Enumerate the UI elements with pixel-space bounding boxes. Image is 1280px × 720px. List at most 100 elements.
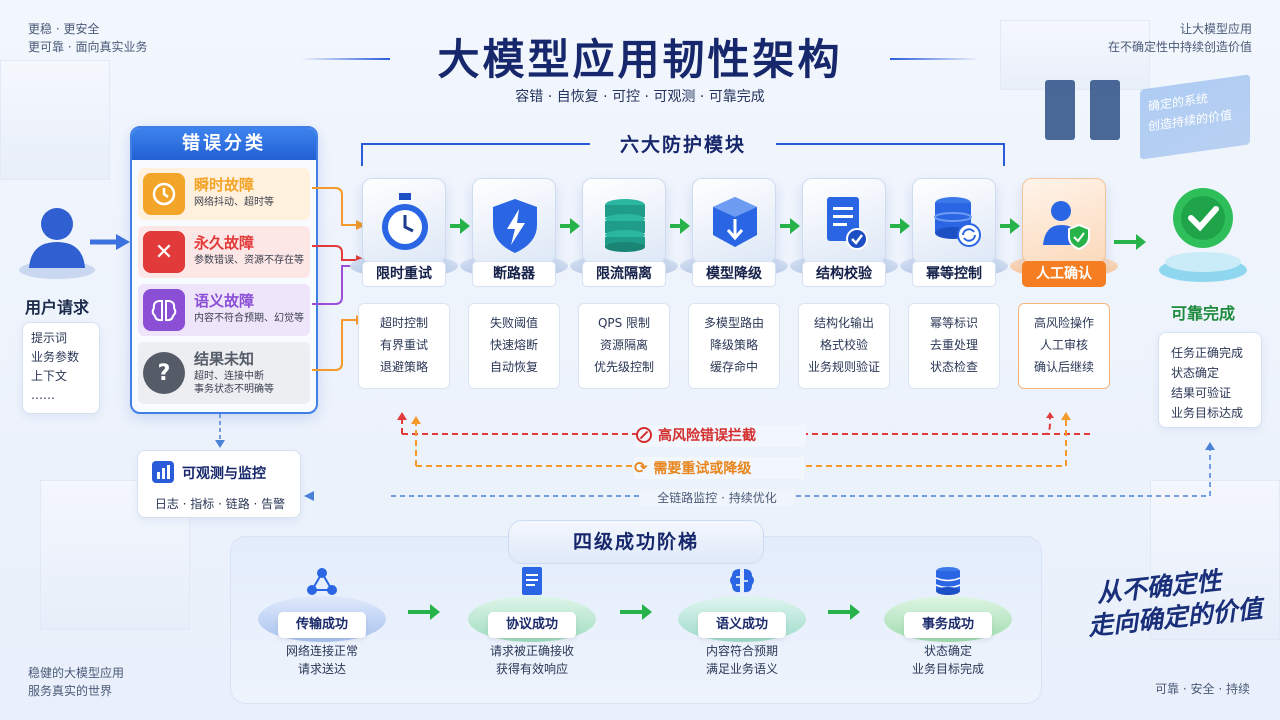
module-desc-item: 高风险操作 bbox=[1033, 316, 1094, 330]
user-shield-icon bbox=[1043, 201, 1090, 251]
bg-building-right bbox=[1000, 20, 1150, 90]
module-desc: 失败阈值 快速熔断 自动恢复 bbox=[468, 303, 560, 389]
page-subtitle: 容错 · 自恢复 · 可控 · 可观测 · 可靠完成 bbox=[515, 89, 765, 105]
module-desc-item: 多模型路由 bbox=[703, 316, 764, 330]
step-desc: 状态确定业务目标完成 bbox=[878, 642, 1018, 678]
monitor-arrow-head bbox=[304, 491, 314, 501]
module-label: 限时重试 bbox=[362, 261, 446, 287]
error-title: 语义故障 bbox=[194, 292, 255, 310]
modules-header: 六大防护模块 bbox=[619, 134, 746, 156]
error-desc: 超时、连接中断事务状态不明确等 bbox=[194, 370, 274, 396]
cube-down-icon bbox=[713, 197, 757, 247]
footer-right: 可靠 · 安全 · 持续 bbox=[1155, 682, 1250, 696]
top-left-line-2: 更可靠 · 面向真实业务 bbox=[28, 40, 148, 54]
top-right-line-2: 在不确定性中持续创造价值 bbox=[1107, 40, 1252, 54]
brain-icon bbox=[730, 569, 754, 593]
x-icon: ✕ bbox=[143, 231, 185, 273]
module-desc-item: 格式校验 bbox=[819, 338, 868, 352]
error-classification-panel: 错误分类 瞬时故障 网络抖动、超时等 ✕ 永久故障 参数错误、资源不存在等 语义… bbox=[130, 126, 318, 414]
module-tile bbox=[692, 178, 776, 264]
module-desc: 结构化输出 格式校验 业务规则验证 bbox=[798, 303, 890, 389]
bg-building-left bbox=[0, 60, 110, 180]
error-title: 结果未知 bbox=[194, 350, 255, 368]
module-desc-item: 缓存命中 bbox=[709, 360, 758, 374]
flow-arrow bbox=[670, 218, 690, 234]
module-desc-item: 失败阈值 bbox=[489, 316, 538, 330]
flow-arrow bbox=[890, 218, 910, 234]
top-left-tagline: 更稳 · 更安全 更可靠 · 面向真实业务 bbox=[28, 20, 147, 56]
result-items: 任务正确完成 状态确定 结果可验证 业务目标达成 bbox=[1158, 332, 1262, 428]
step-desc: 内容符合预期满足业务语义 bbox=[672, 642, 812, 678]
module-label: 人工确认 bbox=[1022, 261, 1106, 287]
error-desc-line-1: 超时、连接中断 bbox=[194, 371, 264, 382]
database-stack-icon bbox=[605, 199, 645, 252]
step-desc: 请求被正确接收获得有效响应 bbox=[462, 642, 602, 678]
server-rack-1 bbox=[1045, 80, 1075, 140]
success-ladder-title: 四级成功阶梯 bbox=[508, 520, 764, 564]
error-item-unknown: ? 结果未知 超时、连接中断事务状态不明确等 bbox=[138, 342, 310, 404]
module-tile bbox=[912, 178, 996, 264]
flow-arrow-to-result bbox=[1114, 234, 1146, 250]
list-item: 业务参数 bbox=[31, 350, 80, 364]
module-tile bbox=[1022, 178, 1106, 264]
top-left-line-1: 更稳 · 更安全 bbox=[28, 22, 100, 36]
user-avatar bbox=[14, 200, 100, 280]
question-icon: ? bbox=[143, 352, 185, 394]
page-title: 大模型应用韧性架构 bbox=[437, 35, 843, 84]
step-desc-line: 业务目标完成 bbox=[911, 662, 984, 676]
module-desc-item: 退避策略 bbox=[379, 360, 428, 374]
step-desc-line: 状态确定 bbox=[923, 644, 972, 658]
high-risk-block-text: 高风险错误拦截 bbox=[658, 428, 756, 444]
shield-lightning-icon bbox=[493, 199, 537, 253]
document-icon bbox=[522, 567, 542, 595]
module-desc-item: 状态检查 bbox=[929, 360, 978, 374]
database-sync-icon bbox=[934, 197, 981, 247]
footer-left: 稳健的大模型应用 服务真实的世界 bbox=[28, 664, 124, 700]
module-desc: 超时控制 有界重试 退避策略 bbox=[358, 303, 450, 389]
error-title: 瞬时故障 bbox=[194, 176, 255, 194]
observability-card: 可观测与监控 日志 · 指标 · 链路 · 告警 bbox=[137, 450, 301, 518]
error-item-semantic: 语义故障 内容不符合预期、幻觉等 bbox=[138, 284, 310, 336]
step-desc-line: 请求送达 bbox=[297, 662, 346, 676]
step-label: 协议成功 bbox=[488, 612, 576, 638]
error-connectors bbox=[312, 187, 366, 371]
module-desc-item: 人工审核 bbox=[1039, 338, 1088, 352]
module-desc-item: 优先级控制 bbox=[593, 360, 654, 374]
brain-icon bbox=[143, 289, 185, 331]
error-desc: 参数错误、资源不存在等 bbox=[194, 255, 304, 266]
step-transaction: 事务成功 bbox=[884, 588, 1012, 644]
retry-degrade-text: 需要重试或降级 bbox=[653, 461, 752, 477]
step-semantic: 语义成功 bbox=[678, 588, 806, 644]
list-item: 提示词 bbox=[31, 331, 68, 345]
step-label: 事务成功 bbox=[904, 612, 992, 638]
module-desc-item: 降级策略 bbox=[709, 338, 758, 352]
module-desc-item: 去重处理 bbox=[929, 338, 978, 352]
flow-arrow bbox=[1000, 218, 1020, 234]
list-item: 结果可验证 bbox=[1171, 386, 1232, 400]
module-desc-item: 业务规则验证 bbox=[807, 360, 880, 374]
error-desc-line-2: 事务状态不明确等 bbox=[194, 384, 274, 395]
error-panel-title: 错误分类 bbox=[132, 128, 316, 160]
module-label: 模型降级 bbox=[692, 261, 776, 287]
error-item-transient: 瞬时故障 网络抖动、超时等 bbox=[138, 168, 310, 220]
user-to-errors-arrow bbox=[90, 234, 130, 250]
module-label: 限流隔离 bbox=[582, 261, 666, 287]
observability-title: 可观测与监控 bbox=[182, 466, 266, 482]
high-risk-block-label: 高风险错误拦截 bbox=[636, 425, 806, 447]
observability-connector bbox=[215, 414, 225, 448]
list-item: 任务正确完成 bbox=[1171, 346, 1244, 360]
ladder-arrow bbox=[620, 604, 652, 620]
step-desc-line: 内容符合预期 bbox=[705, 644, 778, 658]
ladder-arrow bbox=[828, 604, 860, 620]
step-desc-line: 满足业务语义 bbox=[705, 662, 778, 676]
no-entry-icon bbox=[636, 427, 652, 443]
module-desc-item: 幂等标识 bbox=[929, 316, 978, 330]
step-desc-line: 请求被正确接收 bbox=[489, 644, 574, 658]
document-check-icon bbox=[827, 197, 868, 250]
error-item-permanent: ✕ 永久故障 参数错误、资源不存在等 bbox=[138, 226, 310, 278]
flow-arrow bbox=[560, 218, 580, 234]
check-circle-icon bbox=[1159, 188, 1247, 282]
module-tile bbox=[582, 178, 666, 264]
module-desc-item: 结构化输出 bbox=[813, 316, 874, 330]
module-tile bbox=[362, 178, 446, 264]
